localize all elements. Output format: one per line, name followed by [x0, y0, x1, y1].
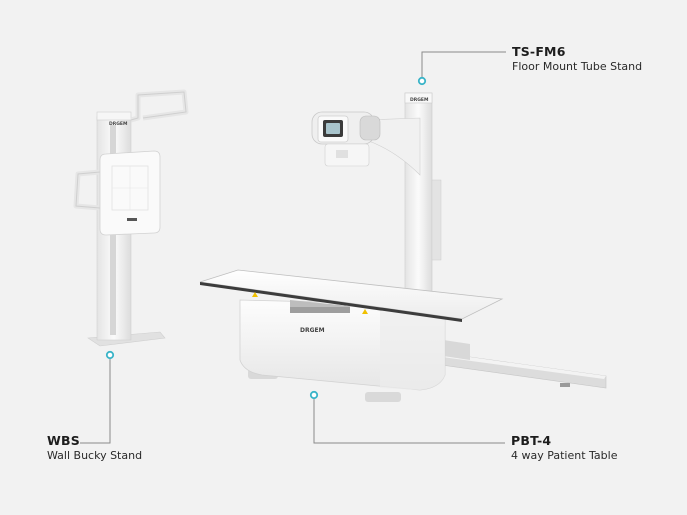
wbs-logo: DRGEM — [109, 121, 128, 127]
label-description: Wall Bucky Stand — [47, 448, 143, 462]
accent-dots — [105, 76, 427, 400]
leader-line-ts-fm6 — [421, 51, 506, 80]
leader-line-pbt-4 — [313, 395, 505, 444]
dot-pbt-4 — [309, 390, 319, 400]
wall-bucky-stand — [73, 89, 189, 347]
label-code: PBT-4 — [511, 433, 552, 448]
callout-wbs: WBS Wall Bucky Stand — [47, 433, 142, 462]
floor-mount-tube-stand — [311, 92, 607, 389]
dot-wbs — [105, 350, 115, 360]
label-code: TS-FM6 — [512, 44, 566, 59]
callout-ts-fm6: TS-FM6 Floor Mount Tube Stand — [512, 44, 642, 73]
leader-lines — [80, 51, 506, 444]
patient-table — [199, 269, 504, 402]
label-description: 4 way Patient Table — [511, 448, 618, 462]
tube-stand-logo: DRGEM — [410, 97, 429, 103]
label-code: WBS — [47, 433, 80, 448]
leader-line-wbs — [80, 356, 111, 444]
table-logo: DRGEM — [300, 327, 325, 334]
label-description: Floor Mount Tube Stand — [512, 59, 643, 73]
callout-pbt-4: PBT-4 4 way Patient Table — [511, 433, 617, 462]
dot-ts-fm6 — [417, 76, 427, 86]
